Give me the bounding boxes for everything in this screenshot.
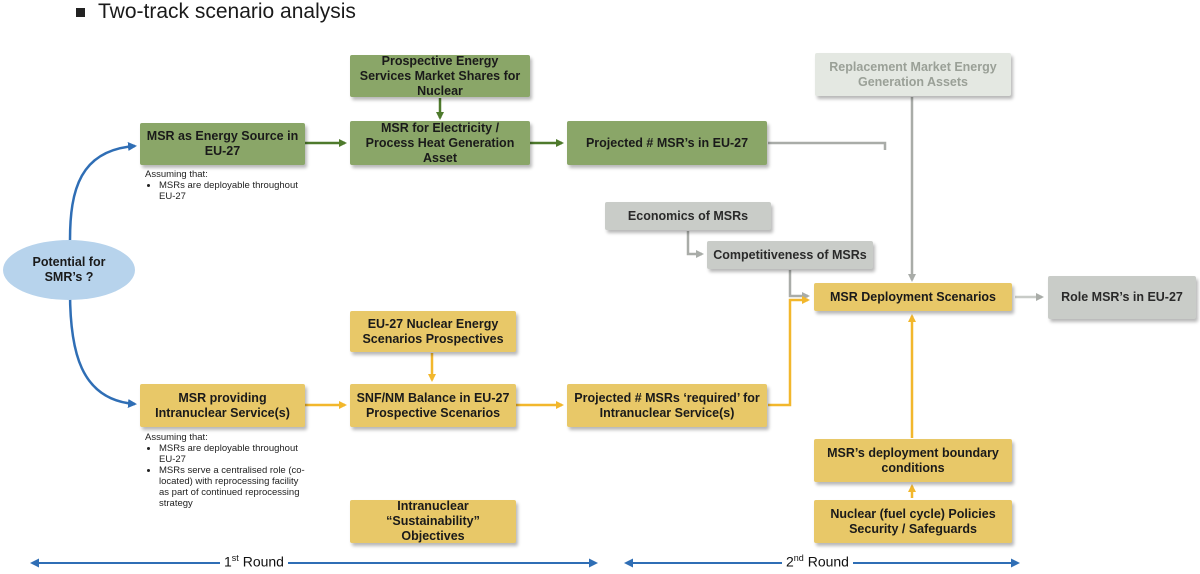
second-round-text: Round [803, 553, 849, 570]
first-round-label: 1st Round [220, 553, 288, 570]
eu27-nuclear-label: EU-27 Nuclear Energy Scenarios Prospecti… [362, 316, 504, 346]
lower-note-heading: Assuming that: [145, 432, 208, 443]
msr-intranuclear-box: MSR providing Intranuclear Service(s) [140, 384, 305, 427]
boundary-conditions-label: MSR’s deployment boundary conditions [827, 445, 999, 475]
msr-energy-source-label: MSR as Energy Source in EU-27 [146, 129, 299, 158]
slide-title-text: Two-track scenario analysis [98, 0, 356, 23]
msr-intranuclear-label: MSR providing Intranuclear Service(s) [155, 390, 290, 420]
snf-balance-label: SNF/NM Balance in EU-27 Prospective Scen… [356, 390, 510, 420]
arrow-potential-to-energy-source [68, 142, 137, 241]
slide-title: Two-track scenario analysis [76, 0, 356, 24]
arrow-economics-to-competitiveness [686, 231, 704, 258]
first-round-ordinal: 1 [224, 553, 232, 570]
sustainability-box: Intranuclear “Sustainability” Objectives [350, 499, 516, 543]
second-round-suffix: nd [793, 553, 804, 563]
deployment-scenarios-label: MSR Deployment Scenarios [829, 289, 996, 304]
eu27-nuclear-box: EU-27 Nuclear Energy Scenarios Prospecti… [350, 311, 516, 352]
arrow-competitiveness-to-deployment [788, 270, 810, 300]
lower-note-item: MSRs serve a centralised role (co-locate… [159, 465, 310, 509]
second-round-label: 2nd Round [782, 553, 853, 570]
replacement-market-label: Replacement Market Energy Generation Ass… [829, 59, 997, 89]
role-msrs-box: Role MSR’s in EU-27 [1048, 276, 1196, 319]
competitiveness-label: Competitiveness of MSRs [713, 247, 867, 262]
msr-energy-source-box: MSR as Energy Source in EU-27 [140, 123, 305, 165]
projected-required-box: Projected # MSRs ‘required’ for Intranuc… [567, 384, 767, 427]
upper-note-heading: Assuming that: [145, 169, 208, 180]
potential-ellipse: Potential for SMR’s ? [3, 240, 135, 300]
boundary-conditions-box: MSR’s deployment boundary conditions [814, 439, 1012, 482]
square-bullet-icon [76, 7, 85, 17]
competitiveness-box: Competitiveness of MSRs [707, 241, 873, 269]
arrow-required-to-deployment [768, 296, 810, 407]
msr-electricity-label: MSR for Electricity / Process Heat Gener… [365, 120, 515, 165]
msr-electricity-box: MSR for Electricity / Process Heat Gener… [350, 121, 530, 165]
economics-label: Economics of MSRs [627, 208, 749, 223]
policies-label: Nuclear (fuel cycle) Policies Security /… [830, 506, 996, 536]
upper-note-item: MSRs are deployable throughout EU-27 [159, 180, 305, 202]
projected-msrs-label: Projected # MSR’s in EU-27 [585, 135, 749, 150]
prospective-shares-box: Prospective Energy Services Market Share… [350, 53, 530, 98]
arrow-potential-to-intranuclear [68, 291, 137, 408]
lower-assumption-note: Assuming that: MSRs are deployable throu… [145, 432, 310, 509]
projected-msrs-box: Projected # MSR’s in EU-27 [567, 121, 767, 165]
role-msrs-label: Role MSR’s in EU-27 [1061, 290, 1183, 304]
connector-projected-to-deployment [768, 141, 887, 150]
first-round-suffix: st [231, 553, 239, 563]
policies-box: Nuclear (fuel cycle) Policies Security /… [814, 500, 1012, 543]
sustainability-label: Intranuclear “Sustainability” Objectives [386, 499, 480, 543]
economics-box: Economics of MSRs [605, 202, 771, 230]
lower-note-item: MSRs are deployable throughout EU-27 [159, 443, 310, 465]
second-round-ordinal: 2 [786, 553, 794, 570]
prospective-shares-label: Prospective Energy Services Market Share… [359, 53, 521, 98]
upper-assumption-note: Assuming that: MSRs are deployable throu… [145, 169, 305, 202]
projected-required-label: Projected # MSRs ‘required’ for Intranuc… [574, 390, 760, 420]
first-round-text: Round [238, 553, 284, 570]
snf-balance-box: SNF/NM Balance in EU-27 Prospective Scen… [350, 384, 516, 427]
replacement-market-box: Replacement Market Energy Generation Ass… [815, 53, 1011, 96]
potential-label: Potential for SMR’s ? [32, 255, 106, 284]
deployment-scenarios-box: MSR Deployment Scenarios [814, 283, 1012, 311]
